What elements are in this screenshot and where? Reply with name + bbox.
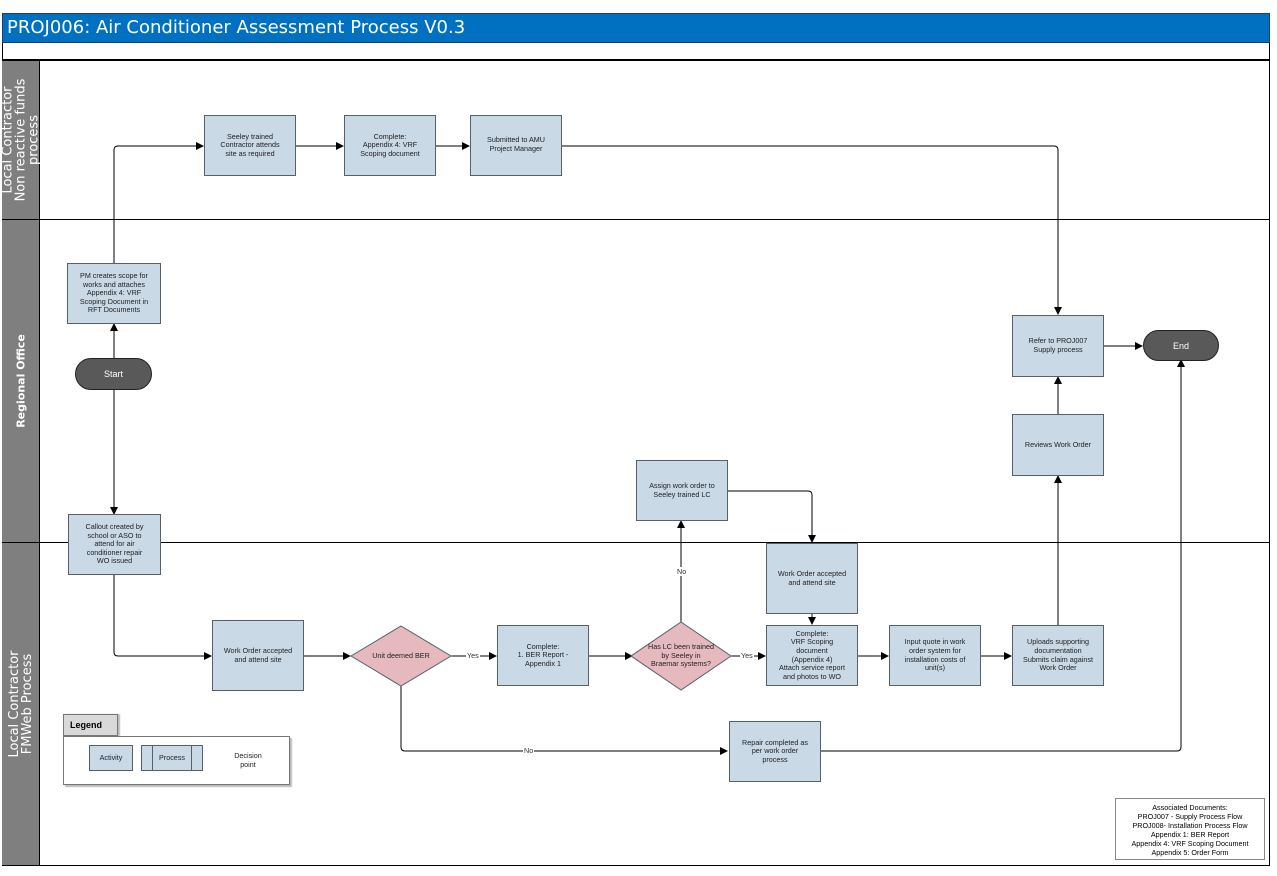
end-terminal: End [1143, 330, 1219, 361]
legend: Activity Process [63, 736, 290, 785]
page-title: PROJ006: Air Conditioner Assessment Proc… [7, 17, 466, 38]
seeley-attends-box: Seeley trained Contractor attends site a… [204, 115, 296, 176]
lane-header-lc-fmweb: Local Contractor FMWeb Process [2, 543, 40, 865]
lane-lc-nonreactive [2, 60, 1270, 220]
edge-label-yes-ber: Yes [466, 651, 480, 660]
legend-process-bar-left [152, 745, 153, 771]
assoc-item: Appendix 1: BER Report [1150, 830, 1230, 839]
lane-label-regional-office: Regional Office [14, 334, 27, 428]
unit-ber-label: Unit deemed BER [372, 650, 430, 660]
edge-label-no-trained: No [676, 567, 688, 576]
lane-header-lc-nonreactive: Local Contractor Non reactive funds proc… [0, 61, 41, 219]
associated-documents: Associated Documents: PROJ007 - Supply P… [1115, 798, 1265, 860]
title-bar: PROJ006: Air Conditioner Assessment Proc… [2, 13, 1270, 43]
has-lc-trained-label: Has LC been trained by Seeley in Braemar… [648, 642, 714, 669]
assoc-item: Appendix 4: VRF Scoping Document [1131, 839, 1249, 848]
start-terminal: Start [75, 358, 152, 390]
input-quote-box: Input quote in work order system for ins… [889, 625, 981, 686]
legend-decision-label: Decision point [234, 751, 262, 769]
edge-label-yes-trained: Yes [740, 651, 754, 660]
title-subbar [2, 43, 1270, 60]
complete-vrf-box: Complete: Appendix 4: VRF Scoping docume… [344, 115, 436, 176]
legend-title: Legend [63, 714, 118, 736]
assoc-item: PROJ008- Installation Process Flow [1132, 821, 1248, 830]
lane-header-regional-office: Regional Office [2, 220, 40, 542]
assoc-item: Appendix 5: Order Form [1151, 848, 1229, 857]
assign-wo-box: Assign work order to Seeley trained LC [636, 460, 728, 521]
lane-label-lc-nonreactive: Local Contractor Non reactive funds proc… [0, 78, 41, 202]
lane-lc-fmweb [2, 542, 1270, 866]
reviews-wo-box: Reviews Work Order [1012, 414, 1104, 476]
pm-scope-box: PM creates scope for works and attaches … [67, 263, 161, 324]
lane-label-lc-fmweb: Local Contractor FMWeb Process [6, 650, 35, 758]
legend-activity-box: Activity [89, 745, 133, 771]
complete-vrf-attach-box: Complete: VRF Scoping document (Appendix… [766, 625, 858, 686]
assoc-item: PROJ007 - Supply Process Flow [1137, 812, 1243, 821]
refer-proj007-box: Refer to PROJ007 Supply process [1012, 315, 1104, 377]
callout-box: Callout created by school or ASO to atte… [68, 514, 161, 575]
legend-process-box: Process [141, 745, 203, 771]
edge-label-no-ber: No [523, 746, 535, 755]
repair-completed-box: Repair completed as per work order proce… [729, 721, 821, 782]
assoc-heading: Associated Documents: [1152, 803, 1228, 812]
wo-accepted-box-1: Work Order accepted and attend site [212, 620, 304, 691]
uploads-docs-box: Uploads supporting documentation Submits… [1012, 625, 1104, 686]
complete-ber-box: Complete: 1. BER Report - Appendix 1 [497, 625, 589, 686]
submitted-amu-box: Submitted to AMU Project Manager [470, 115, 562, 176]
wo-accepted-box-2: Work Order accepted and attend site [766, 543, 858, 614]
legend-process-bar-right [191, 745, 192, 771]
